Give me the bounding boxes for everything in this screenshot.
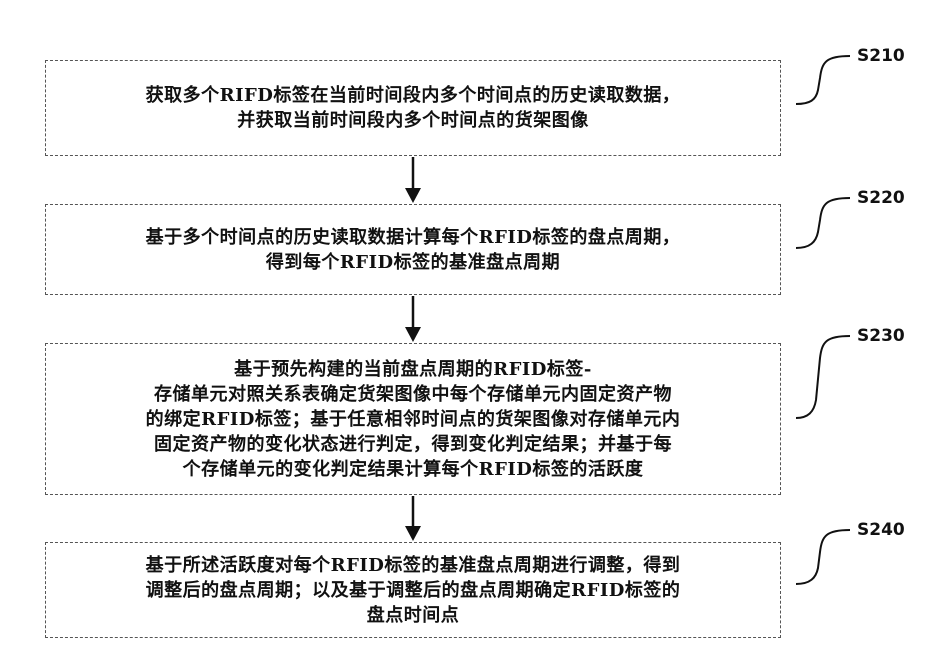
leader-curve-s240 (796, 530, 850, 584)
arrow-s210-to-s220 (405, 157, 421, 203)
arrow-s220-to-s230 (405, 296, 421, 342)
leader-curve-s210 (796, 56, 850, 104)
leader-curve-s230 (796, 336, 850, 418)
arrow-s230-to-s240 (405, 496, 421, 541)
leader-curve-s220 (796, 198, 850, 248)
